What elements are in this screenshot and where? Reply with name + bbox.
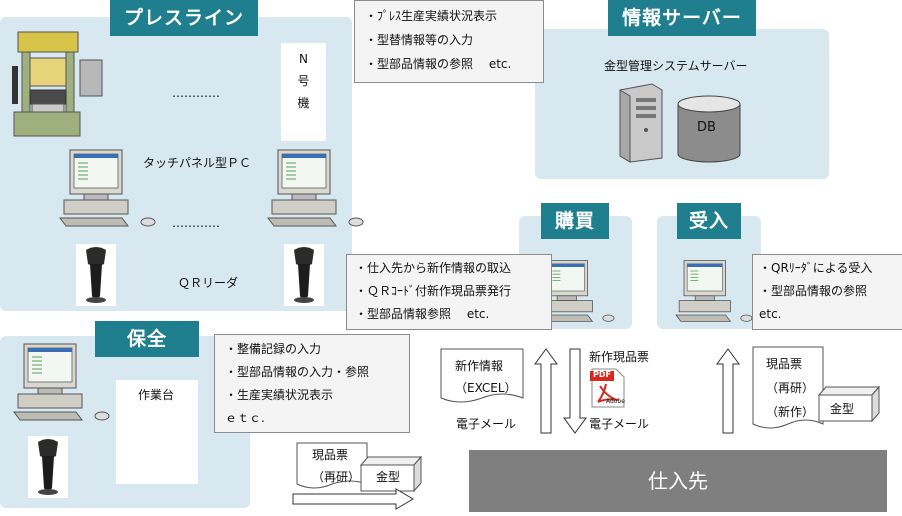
adobe-label: Adobe	[606, 398, 625, 405]
receive-functions-note: ・QRﾘｰﾀﾞによる受入 ・型部品情報の参照 etc.	[752, 254, 902, 330]
machine-number-label: N 号 機	[297, 52, 310, 110]
receive-title: 受入	[677, 203, 741, 239]
die-left-label: 金型	[376, 470, 401, 484]
ticket-right-label: 現品票 （再研） （新作）	[766, 357, 815, 419]
up-arrow-icon	[716, 348, 740, 434]
qr-reader-icon	[284, 244, 324, 306]
touch-panel-pc-label: タッチパネル型ＰＣ	[143, 156, 252, 170]
note-line: ・型部品情報参照 etc.	[355, 307, 490, 321]
ellipsis-middle: …………	[172, 216, 220, 230]
supplier-box	[469, 450, 887, 512]
note-line: ・整備記録の入力	[225, 342, 322, 356]
server-label: 金型管理システムサーバー	[604, 59, 748, 73]
note-line: ・型部品情報の参照 etc.	[365, 57, 512, 71]
note-line: ・型部品情報の参照	[759, 284, 868, 298]
pdf-label: PDF	[593, 370, 611, 379]
note-line: ・QRﾘｰﾀﾞによる受入	[759, 261, 873, 275]
new-info-label: 新作情報 （EXCEL）	[455, 359, 517, 395]
database-icon	[677, 95, 741, 163]
work-bench-box	[116, 380, 198, 484]
document-shape	[440, 348, 524, 403]
qr-reader-icon	[28, 436, 68, 498]
db-label: DB	[697, 120, 716, 135]
note-line: ・生産実績状況表示	[225, 388, 334, 402]
new-ticket-label: 新作現品票	[589, 350, 650, 364]
qr-reader-label: ＱＲリーダ	[178, 276, 239, 290]
down-arrow-icon	[563, 348, 587, 434]
left-arrow-icon	[292, 488, 414, 510]
press-machine-icon	[12, 31, 103, 137]
work-bench-label: 作業台	[138, 388, 175, 402]
pdf-file-icon	[590, 368, 625, 408]
die-box-icon	[359, 455, 423, 493]
server-title: 情報サーバー	[608, 0, 756, 36]
ticket-left-label: 現品票 （再研）	[312, 448, 361, 484]
computer-icon	[59, 149, 156, 227]
die-box-icon	[817, 385, 881, 423]
purchase-title: 購買	[541, 203, 609, 239]
note-line: ・ﾌﾟﾚｽ生産実績状況表示	[365, 9, 498, 23]
note-line: ・ＱＲｺｰﾄﾞ付新作現品票発行	[355, 284, 512, 298]
qr-reader-icon	[76, 244, 116, 306]
email-label-1: 電子メール	[456, 417, 517, 431]
note-line: ・型替情報等の入力	[365, 33, 474, 47]
ellipsis-top: …………	[172, 86, 220, 100]
computer-icon	[675, 260, 753, 322]
up-arrow-icon	[534, 348, 558, 434]
document-shape	[752, 346, 824, 429]
note-line: ｅｔｃ.	[225, 411, 265, 425]
computer-icon	[13, 343, 110, 421]
purchase-functions-note: ・仕入先から新作情報の取込 ・ＱＲｺｰﾄﾞ付新作現品票発行 ・型部品情報参照 e…	[346, 254, 552, 330]
email-label-2: 電子メール	[589, 417, 650, 431]
server-tower-icon	[619, 83, 663, 163]
press-line-title: プレスライン	[110, 0, 258, 36]
press-functions-note: ・ﾌﾟﾚｽ生産実績状況表示 ・型替情報等の入力 ・型部品情報の参照 etc.	[354, 0, 544, 83]
note-line: etc.	[759, 307, 782, 321]
computer-icon	[267, 149, 364, 227]
note-line: ・仕入先から新作情報の取込	[355, 261, 512, 275]
die-right-label: 金型	[830, 402, 855, 416]
note-line: ・型部品情報の入力・参照	[225, 365, 370, 379]
press-machine-box	[281, 43, 326, 141]
maintenance-functions-note: ・整備記録の入力 ・型部品情報の入力・参照 ・生産実績状況表示 ｅｔｃ.	[214, 334, 410, 433]
supplier-label: 仕入先	[648, 469, 708, 493]
computer-icon	[537, 260, 615, 322]
maintenance-title: 保全	[95, 321, 199, 357]
